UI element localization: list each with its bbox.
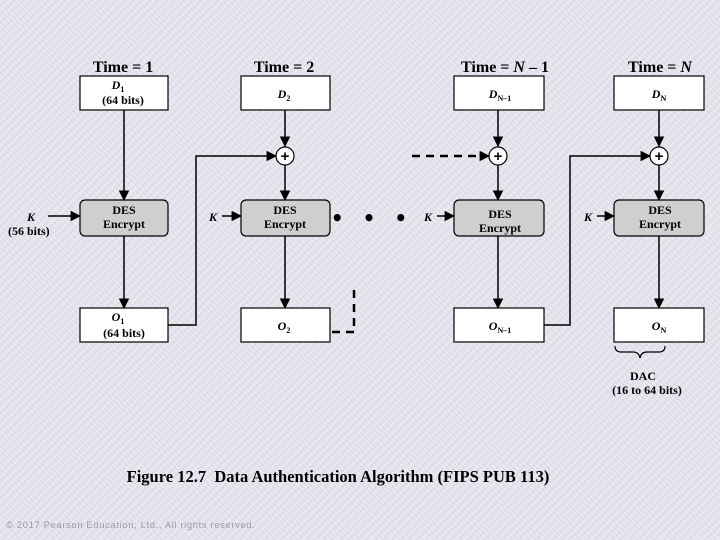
copyright-notice: © 2017 Pearson Education, Ltd., All righ…	[6, 520, 256, 531]
output-box-o2	[240, 307, 331, 343]
des-label-4: DES	[648, 203, 672, 217]
output-label-on: ON	[652, 319, 667, 335]
header-time-1: Time = 1	[93, 59, 153, 76]
output-label-on-1: ON–1	[489, 319, 511, 335]
input-label-d1: D1	[111, 78, 125, 94]
key-size-note: (56 bits)	[8, 224, 50, 238]
output-box-o1	[79, 307, 169, 343]
svg-text:+: +	[281, 148, 290, 165]
input-box-d1	[79, 75, 169, 111]
input-box-dn	[613, 75, 705, 111]
input-label-dn: DN	[651, 87, 667, 103]
output-note-o1: (64 bits)	[103, 326, 145, 340]
chain-o1-to-xor2	[168, 150, 278, 326]
dac-brace	[614, 345, 666, 359]
xor-node-2: +	[275, 146, 295, 166]
des-sublabel-3: Encrypt	[479, 221, 521, 235]
header-time-n-minus-1: Time = N – 1	[461, 59, 549, 76]
xor-node-3: +	[488, 146, 508, 166]
svg-text:+: +	[655, 148, 664, 165]
key-label-4: K	[583, 210, 593, 224]
des-sublabel-4: Encrypt	[639, 217, 681, 231]
input-label-dn-1: DN–1	[488, 87, 511, 103]
input-label-d2: D2	[277, 87, 291, 103]
xor-node-4: +	[649, 146, 669, 166]
input-box-dn-1	[453, 75, 545, 111]
header-time-2: Time = 2	[254, 59, 314, 76]
header-time-n: Time = N	[628, 59, 693, 76]
output-label-o1: O1	[112, 310, 125, 326]
chain-dashed-from-o2	[330, 290, 356, 334]
key-label-1: K	[26, 210, 36, 224]
figure-caption: Figure 12.7 Data Authentication Algorith…	[127, 467, 550, 486]
des-sublabel-1: Encrypt	[103, 217, 145, 231]
output-label-o2: O2	[278, 319, 291, 335]
des-label-2: DES	[273, 203, 297, 217]
ellipsis-dots: • • •	[331, 206, 413, 230]
key-label-2: K	[208, 210, 218, 224]
des-label-1: DES	[112, 203, 136, 217]
svg-text:+: +	[494, 148, 503, 165]
dac-size-note: (16 to 64 bits)	[612, 383, 682, 397]
dac-label: DAC	[630, 369, 656, 383]
des-label-3: DES	[488, 207, 512, 221]
des-sublabel-2: Encrypt	[264, 217, 306, 231]
output-box-on-1	[453, 307, 545, 343]
key-label-3: K	[423, 210, 433, 224]
output-box-on	[613, 307, 705, 343]
chain-on1-to-xor4	[544, 150, 652, 326]
input-note-d1: (64 bits)	[102, 93, 144, 107]
input-box-d2	[240, 75, 331, 111]
